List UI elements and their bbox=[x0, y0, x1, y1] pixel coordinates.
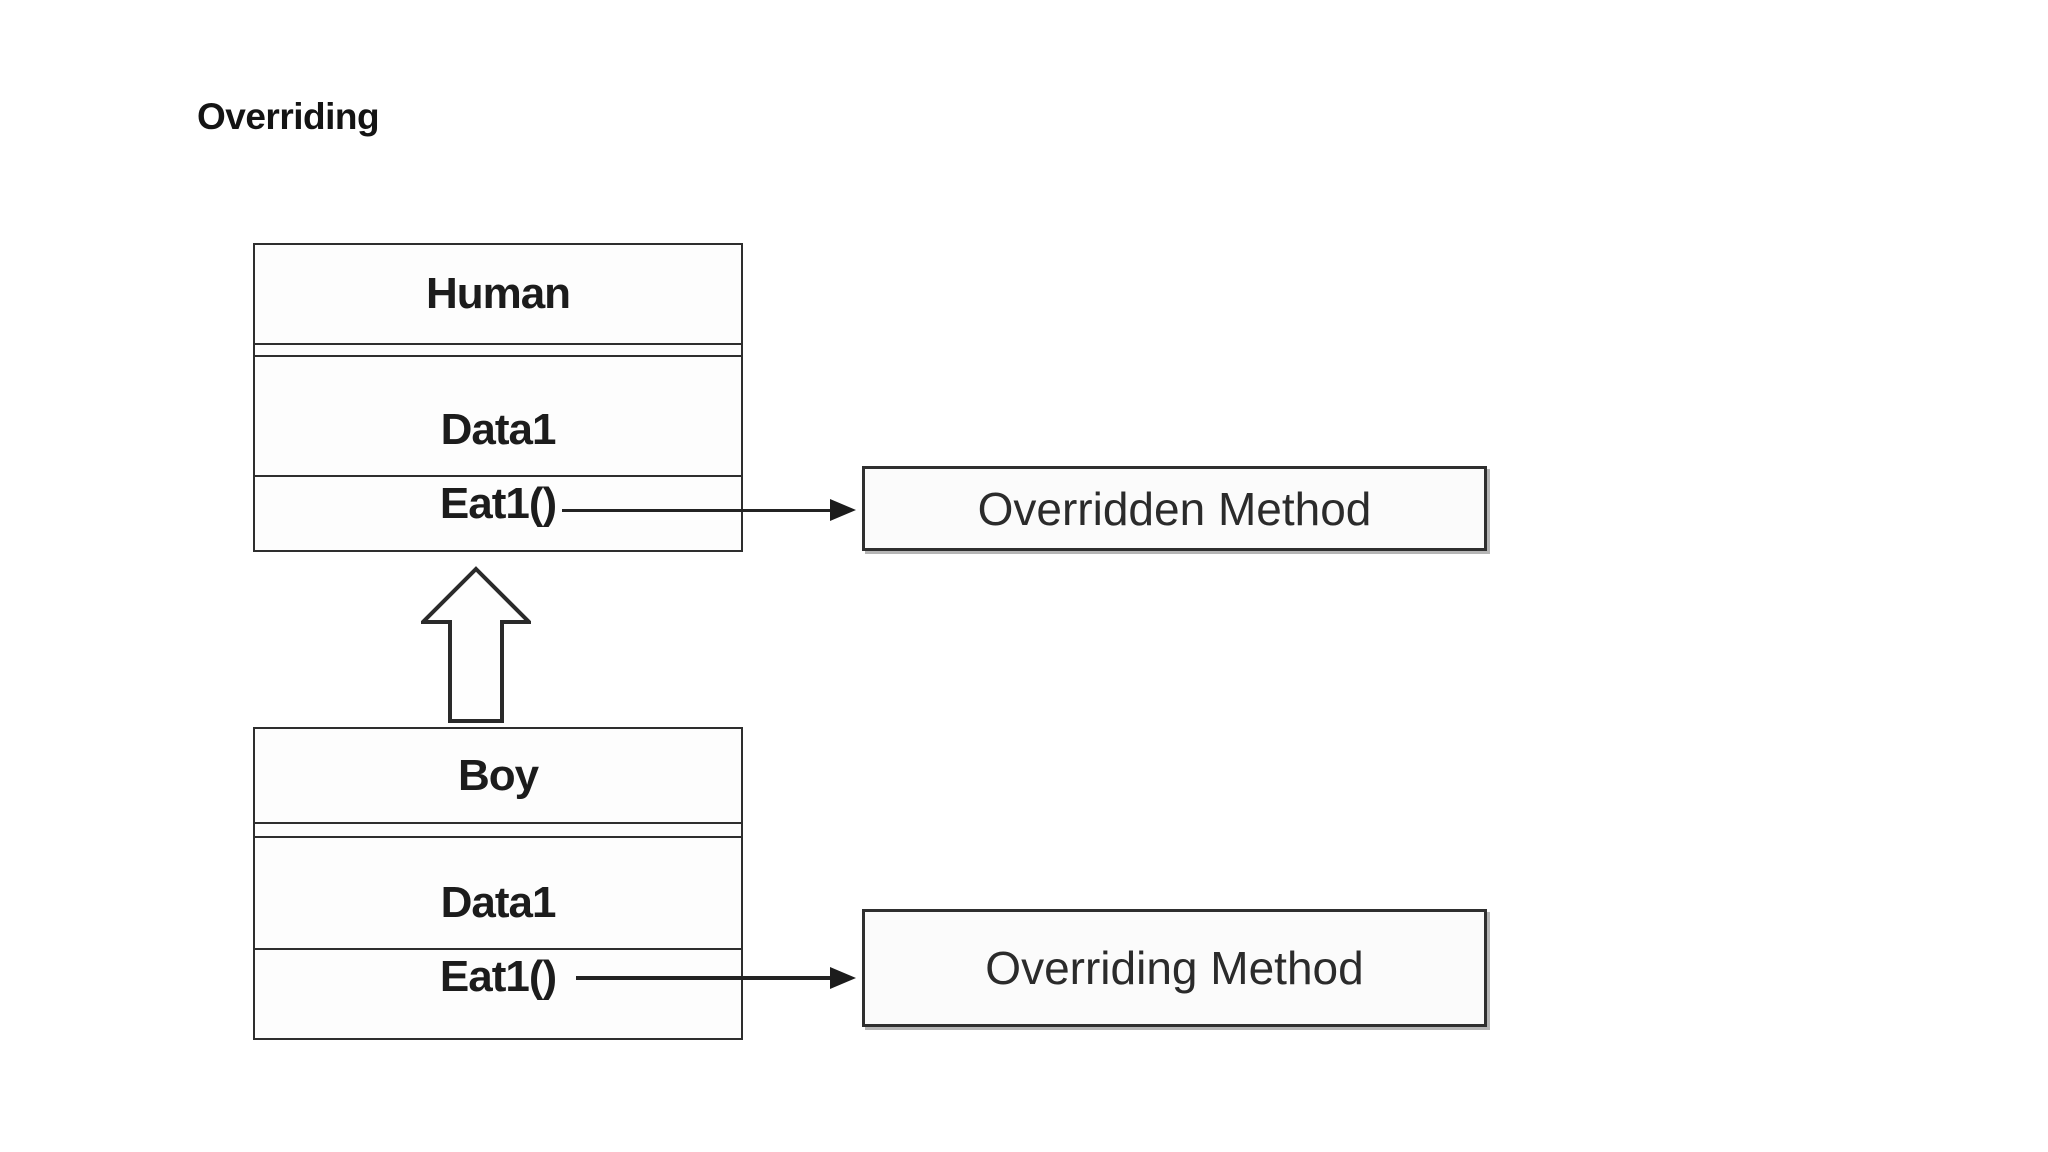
human-class-method: Eat1() bbox=[439, 479, 557, 528]
human-compartment-gap bbox=[255, 345, 741, 355]
overridden-method-label: Overridden Method bbox=[977, 482, 1372, 535]
boy-compartment-gap bbox=[255, 824, 741, 836]
boy-class-box: Boy Data1 Eat1() bbox=[253, 727, 743, 1040]
arrow-right-icon bbox=[830, 967, 856, 989]
overriding-method-label: Overriding Method bbox=[985, 942, 1364, 994]
overriding-connector-line bbox=[576, 976, 832, 980]
overridden-connector-line bbox=[562, 509, 832, 512]
overriding-method-box: Overriding Method bbox=[862, 909, 1487, 1027]
boy-class-field: Data1 bbox=[255, 836, 741, 950]
human-class-box: Human Data1 Eat1() bbox=[253, 243, 743, 552]
overridden-method-box: Overridden Method bbox=[862, 466, 1487, 551]
boy-class-name: Boy bbox=[255, 729, 741, 824]
arrow-right-icon bbox=[830, 499, 856, 521]
human-class-field: Data1 bbox=[255, 355, 741, 477]
inheritance-arrow-icon bbox=[421, 566, 531, 723]
human-class-name: Human bbox=[255, 245, 741, 345]
boy-class-method: Eat1() bbox=[439, 952, 557, 1001]
page-title: Overriding bbox=[197, 96, 380, 137]
